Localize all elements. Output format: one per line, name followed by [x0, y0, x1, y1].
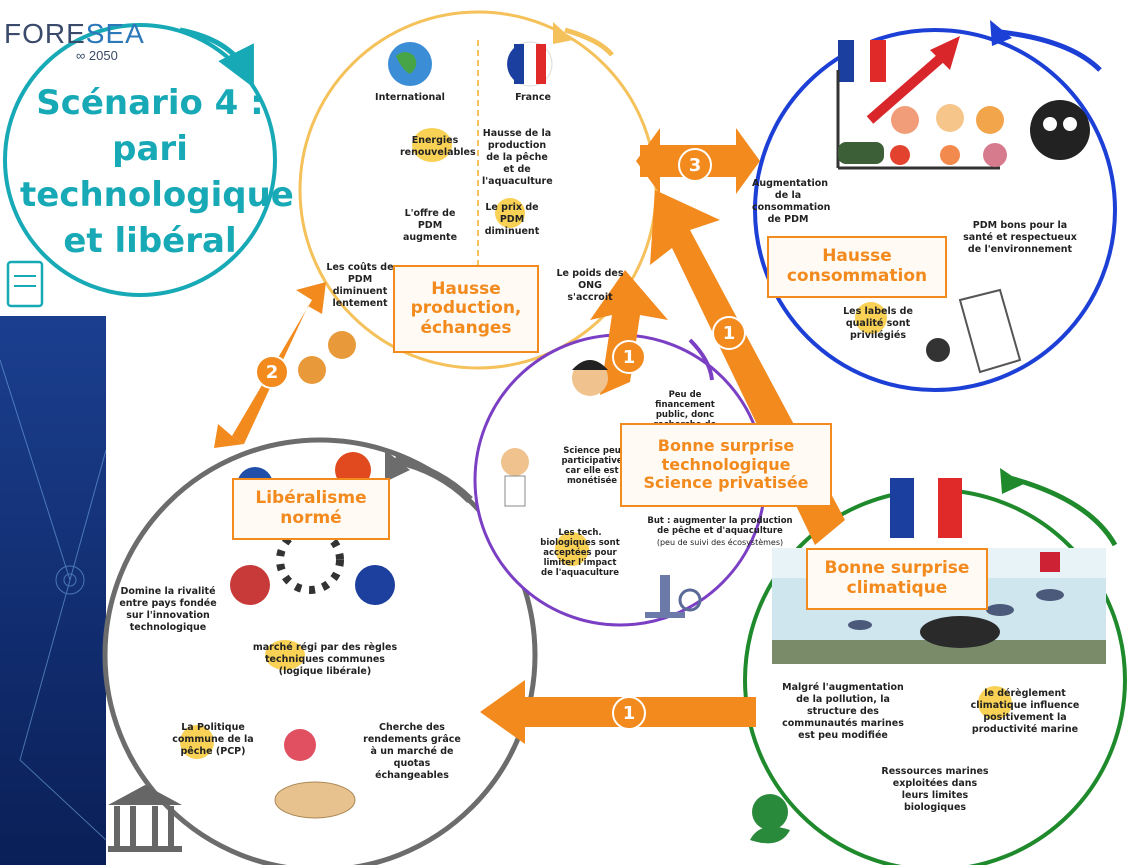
box-tech-line-1: Bonne surprise: [657, 436, 795, 456]
text-prix-pdm: Le prix de PDM diminuent: [484, 202, 540, 237]
money-bag-icon: [298, 331, 356, 384]
box-bonne-surprise-climatique: Bonne surprise climatique: [806, 548, 988, 610]
text-energies: Energies renouvelables: [400, 135, 476, 158]
text-augmentation-consommation: Augmentation de la consommation de PDM: [752, 178, 831, 225]
liberalism-circle: [102, 437, 538, 865]
title-line-4: et libéral: [63, 221, 237, 261]
text-hausse-production: Hausse de la production de la pêche et d…: [482, 128, 553, 187]
handshake-icon: [274, 729, 356, 819]
text-politique-commune: La Politique commune de la pêche (PCP): [172, 722, 254, 757]
title-line-1: Scénario 4 :: [36, 83, 264, 123]
france-flag-icon: [507, 41, 553, 87]
box-tech-line-3: Science privatisée: [643, 473, 809, 493]
box-hausse-production: Hausse production, échanges: [393, 265, 539, 353]
text-poids-ong: Le poids des ONG s'accroit: [556, 268, 624, 303]
text-tech-biologiques: Les tech. biologiques sont acceptées pou…: [540, 528, 620, 578]
text-couts-pdm: Les coûts de PDM diminuent lentement: [326, 262, 394, 309]
text-ressources-marines: Ressources marines exploitées dans leurs…: [881, 766, 989, 813]
box-bonne-surprise-technologique: Bonne surprise technologique Science pri…: [620, 423, 832, 507]
scenario-title: Scénario 4 : pari technologique et libér…: [20, 80, 294, 264]
seafood-icons: [838, 104, 1007, 167]
text-offre-pdm: L'offre de PDM augmente: [402, 208, 458, 243]
foresea-logo: FORESEA: [4, 18, 145, 50]
earth-leaf-icon: [750, 794, 790, 844]
building-icon: [108, 785, 182, 852]
title-line-3: technologique: [20, 175, 294, 215]
marker-3: 3: [678, 148, 712, 182]
marker-1-science: 1: [612, 340, 646, 374]
network-lines: [0, 359, 107, 841]
binoculars-icon: ∞: [76, 48, 89, 63]
globe-icon: [388, 42, 432, 86]
marker-2: 2: [255, 355, 289, 389]
logo-year-text: 2050: [88, 48, 118, 63]
logo-fore: FORE: [4, 18, 86, 49]
text-but-suivi: (peu de suivi des écosystèmes): [656, 538, 784, 547]
title-line-2: pari: [112, 129, 188, 169]
text-science-peu-participative: Science peu participative car elle est m…: [561, 446, 623, 486]
scientist-icon: [501, 360, 608, 507]
text-pdm-bons: PDM bons pour la santé et respectueux de…: [963, 220, 1077, 255]
logo-sea: SEA: [85, 18, 145, 49]
text-cherche-rendements: Cherche des rendements grâce à un marché…: [363, 722, 461, 781]
text-dereglement-climatique: le dérèglement climatique influence posi…: [970, 688, 1080, 735]
consumption-circle: [753, 28, 1117, 392]
text-marche-regi: marché régi par des règles techniques co…: [252, 642, 398, 677]
teal-cycle-arrow: [179, 27, 254, 88]
marker-1-climate-liberalism: 1: [612, 696, 646, 730]
box-hausse-consommation: Hausse consommation: [767, 236, 947, 298]
text-but-production: But : augmenter la production de pêche e…: [647, 516, 793, 536]
microscope-icon: [645, 575, 702, 618]
label-tag-icon: [926, 288, 1022, 374]
growth-arrow-icon: [836, 36, 1000, 170]
text-domine-rivalite: Domine la rivalité entre pays fondée sur…: [119, 586, 217, 633]
title-circle: [3, 23, 277, 297]
label-france: France: [515, 92, 551, 103]
label-international: International: [375, 92, 445, 103]
text-malgre-pollution: Malgré l'augmentation de la pollution, l…: [782, 682, 904, 741]
marker-1-climate-production: 1: [712, 316, 746, 350]
box-liberalisme-norme: Libéralisme normé: [232, 478, 390, 540]
navy-side-panel: [0, 316, 106, 865]
box-tech-line-2: technologique: [661, 454, 791, 474]
cat-icon: [1030, 100, 1090, 160]
france-flag-icon: [838, 40, 886, 82]
document-icon: [6, 260, 44, 308]
france-flag-icon: [890, 478, 962, 538]
logo-year: ∞ 2050: [76, 48, 118, 63]
text-labels-qualite: Les labels de qualité sont privilégiés: [843, 306, 913, 341]
